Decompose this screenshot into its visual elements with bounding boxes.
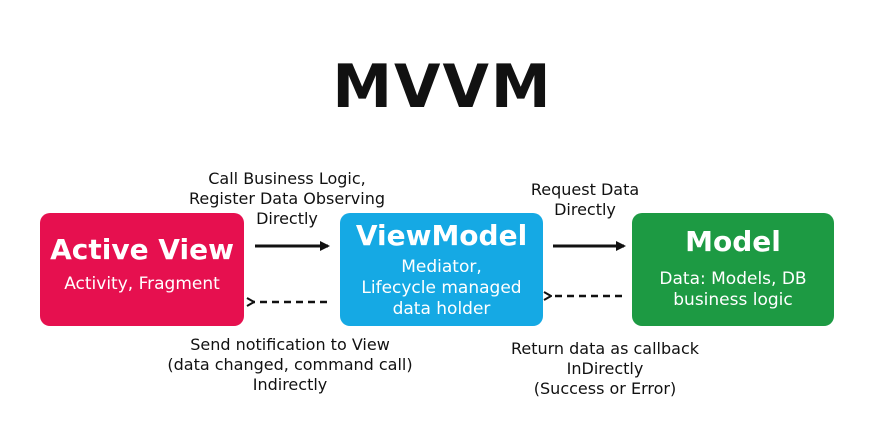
model-name: Model: [685, 225, 781, 258]
label-call-business-logic: Call Business Logic, Register Data Obser…: [189, 169, 385, 228]
viewmodel-name: ViewModel: [355, 219, 528, 252]
active-view-desc: Activity, Fragment: [64, 274, 220, 294]
active-view-name: Active View: [50, 233, 234, 266]
model-box: Model Data: Models, DB business logic: [632, 213, 834, 326]
viewmodel-desc: Mediator, Lifecycle managed data holder: [361, 257, 522, 319]
label-return-data: Return data as callback InDirectly (Succ…: [510, 339, 700, 398]
label-send-notification: Send notification to View (data changed,…: [167, 335, 413, 394]
diagram-title: MVVM: [332, 52, 553, 122]
viewmodel-box: ViewModel Mediator, Lifecycle managed da…: [340, 213, 543, 326]
label-request-data: Request Data Directly: [530, 180, 640, 219]
active-view-box: Active View Activity, Fragment: [40, 213, 244, 326]
model-desc: Data: Models, DB business logic: [659, 269, 807, 310]
